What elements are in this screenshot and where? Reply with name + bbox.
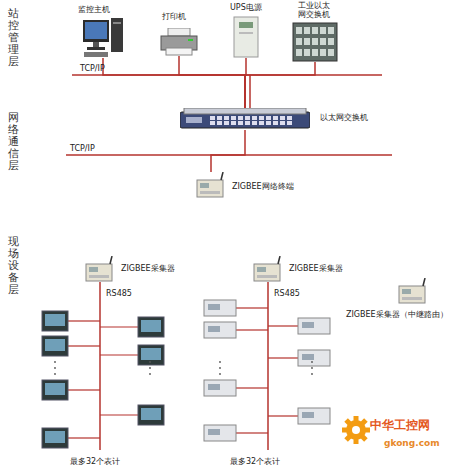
device-label: ZIGBEE采集器 xyxy=(289,264,343,273)
device-node: 以太网交换机 xyxy=(180,108,310,130)
device-node: 监控主机 xyxy=(82,18,124,58)
device-node: ZIGBEE网络终端 xyxy=(196,172,226,198)
device-label: 打印机 xyxy=(162,12,186,21)
device-label: 以太网交换机 xyxy=(320,113,368,122)
device-icon xyxy=(398,278,428,304)
bus-label: TCP/IP xyxy=(70,144,95,153)
bus-label: RS485 xyxy=(106,289,132,298)
layer-label: 网络通信层 xyxy=(8,112,19,172)
meters xyxy=(42,300,330,448)
uplink-wire xyxy=(249,75,251,108)
device-label: ZIGBEE采集器（中继路由） xyxy=(346,310,448,319)
device-node: 工业以太网交换机 xyxy=(292,22,338,62)
watermark-gear xyxy=(342,416,370,444)
network-link xyxy=(211,130,245,172)
device-node: UPS电源 xyxy=(232,16,260,58)
device-label: ZIGBEE网络终端 xyxy=(232,182,294,191)
device-icon xyxy=(232,16,260,58)
device-node: ZIGBEE采集器 xyxy=(253,256,283,282)
device-node: 打印机 xyxy=(160,28,198,56)
network-link xyxy=(245,62,315,108)
device-label: 工业以太网交换机 xyxy=(298,1,330,19)
device-icon xyxy=(160,28,198,56)
device-label: UPS电源 xyxy=(230,3,262,12)
bus-label: TCP/IP xyxy=(80,64,105,73)
device-node: ZIGBEE采集器 xyxy=(85,256,115,282)
device-icon xyxy=(85,256,115,282)
device-icon xyxy=(253,256,283,282)
bus-label: 最多32个表计 xyxy=(230,457,280,466)
device-node: ZIGBEE采集器（中继路由） xyxy=(398,278,428,304)
bus-label: RS485 xyxy=(274,289,300,298)
layer-label: 站控管理层 xyxy=(8,8,19,68)
network-link xyxy=(179,56,245,108)
watermark-text: gkong.com xyxy=(384,438,440,448)
rs485-bus xyxy=(99,282,101,450)
device-label: ZIGBEE采集器 xyxy=(121,264,175,273)
device-icon xyxy=(180,108,310,130)
bus-label: 最多32个表计 xyxy=(70,457,120,466)
network-link xyxy=(103,58,245,108)
device-icon xyxy=(196,172,226,198)
device-label: 监控主机 xyxy=(78,5,110,14)
device-icon xyxy=(292,22,338,62)
watermark-text: 中华工控网 xyxy=(370,419,430,433)
device-icon xyxy=(82,18,124,58)
layer-label: 现场设备层 xyxy=(8,236,19,296)
rs485-bus xyxy=(267,282,269,450)
